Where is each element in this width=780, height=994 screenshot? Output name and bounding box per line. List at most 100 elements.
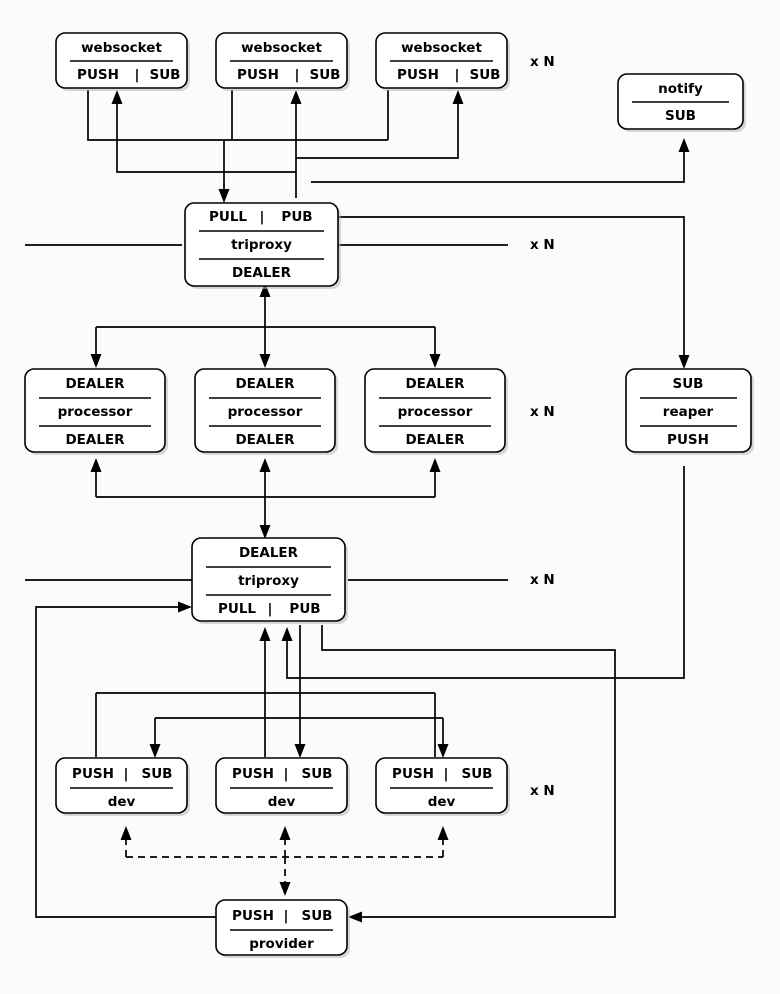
edge-layer [25,90,690,923]
node-body [194,368,336,453]
edge-triproxy-top-pub-to-reaper-sub [338,216,685,359]
socket-left-label: PULL [209,209,247,225]
node-title: dev [428,794,456,810]
edge-websockets-push-to-triproxy-top-pull [87,90,388,141]
node-title: processor [398,404,473,420]
node-title: dev [108,794,136,810]
socket-separator: | [444,766,449,782]
arrow-into-processor2-dealer-bottom [259,458,271,472]
edge-pub-bus-to-websocket1-sub [116,100,296,173]
edge-provider-push-loop-to-triproxy-bottom-pull [35,606,216,918]
socket-label: SUB [665,108,696,124]
node-body [215,757,348,814]
node-websocket-1[interactable]: websocket PUSH | SUB [55,32,190,91]
socket-left-label: PULL [218,601,256,617]
socket-left-label: PUSH [72,766,114,782]
arrow-dashed-into-dev1 [120,826,132,840]
arrow-dashed-into-provider [279,882,291,896]
socket-top-label: DEALER [65,376,125,392]
node-notify[interactable]: notify SUB [617,73,746,132]
node-processor-1[interactable]: DEALER processor DEALER [24,368,168,455]
node-processor-3[interactable]: DEALER processor DEALER [364,368,508,455]
socket-separator: | [260,209,265,225]
arrow-into-dev1-sub [149,744,161,758]
edge-pub-bus-to-websocket3-sub [296,100,459,159]
arrow-into-triproxy-bottom-pull-from-devs [259,627,271,641]
node-dev-2[interactable]: PUSH | SUB dev [215,757,350,816]
socket-separator: | [284,908,289,924]
socket-left-label: PUSH [237,67,279,83]
node-processor-2[interactable]: DEALER processor DEALER [194,368,338,455]
node-title: websocket [81,40,162,56]
node-body [184,202,339,287]
socket-top-label: DEALER [405,376,465,392]
socket-right-label: SUB [150,67,181,83]
socket-left-label: PUSH [392,766,434,782]
node-title: websocket [241,40,322,56]
multiplier-triproxy-top-row: x N [530,237,555,253]
arrow-dashed-into-dev3 [437,826,449,840]
edge-triproxy-bottom-pub-to-provider-sub [321,625,616,918]
socket-top-label: SUB [673,376,704,392]
socket-separator: | [455,67,460,83]
node-dev-1[interactable]: PUSH | SUB dev [55,757,190,816]
arrow-dashed-into-dev2 [279,826,291,840]
arrow-into-reaper-sub [678,355,690,369]
node-body [625,368,752,453]
socket-bottom-label: DEALER [235,432,295,448]
multiplier-dev-row: x N [530,783,555,799]
multiplier-processor-row: x N [530,404,555,420]
socket-top-label: DEALER [239,545,299,561]
socket-right-label: SUB [462,766,493,782]
socket-left-label: PUSH [77,67,119,83]
socket-separator: | [295,67,300,83]
multiplier-triproxy-bottom-row: x N [530,572,555,588]
node-title: websocket [401,40,482,56]
edge-reaper-push-to-triproxy-bottom [286,466,685,679]
arrow-into-triproxy-bottom-pull-from-reaper [281,627,293,641]
socket-right-label: SUB [310,67,341,83]
arrow-into-processor1-dealer [90,354,102,368]
arrow-into-processor3-dealer [429,354,441,368]
node-dev-3[interactable]: PUSH | SUB dev [375,757,510,816]
node-provider[interactable]: PUSH | SUB provider [215,899,350,958]
socket-left-label: PUSH [232,766,274,782]
socket-separator: | [135,67,140,83]
node-body [191,537,346,622]
edge-triproxy-top-pub-to-notify-sub [311,148,685,183]
arrow-into-processor3-dealer-bottom [429,458,441,472]
node-title: reaper [663,404,714,420]
arrow-into-provider-sub [348,911,362,923]
node-title: dev [268,794,296,810]
node-body [215,899,348,956]
arrow-into-processor2-dealer [259,354,271,368]
node-websocket-2[interactable]: websocket PUSH | SUB [215,32,350,91]
socket-left-label: PUSH [397,67,439,83]
socket-right-label: SUB [470,67,501,83]
arrow-into-dev2-sub [294,744,306,758]
socket-bottom-label: DEALER [405,432,465,448]
node-body [364,368,506,453]
node-body [24,368,166,453]
node-triproxy-bottom[interactable]: DEALER triproxy PULL | PUB [191,537,348,624]
node-title: provider [249,936,314,952]
arrow-into-triproxy-bottom-dealer [259,525,271,539]
arrow-into-triproxy-bottom-pull-from-provider [178,601,192,613]
node-websocket-3[interactable]: websocket PUSH | SUB [375,32,510,91]
socket-right-label: SUB [142,766,173,782]
multiplier-websocket-row: x N [530,54,555,70]
socket-left-label: PUSH [232,908,274,924]
node-body [55,757,188,814]
socket-bottom-label: DEALER [232,265,292,281]
node-reaper[interactable]: SUB reaper PUSH [625,368,754,455]
node-triproxy-top[interactable]: PULL | PUB triproxy DEALER [184,202,341,289]
arrow-into-notify-sub [678,138,690,152]
socket-right-label: PUB [289,601,320,617]
node-title: processor [228,404,303,420]
arrow-into-processor1-dealer-bottom [90,458,102,472]
socket-top-label: DEALER [235,376,295,392]
arrow-into-websocket2-sub [290,90,302,104]
socket-right-label: SUB [302,766,333,782]
